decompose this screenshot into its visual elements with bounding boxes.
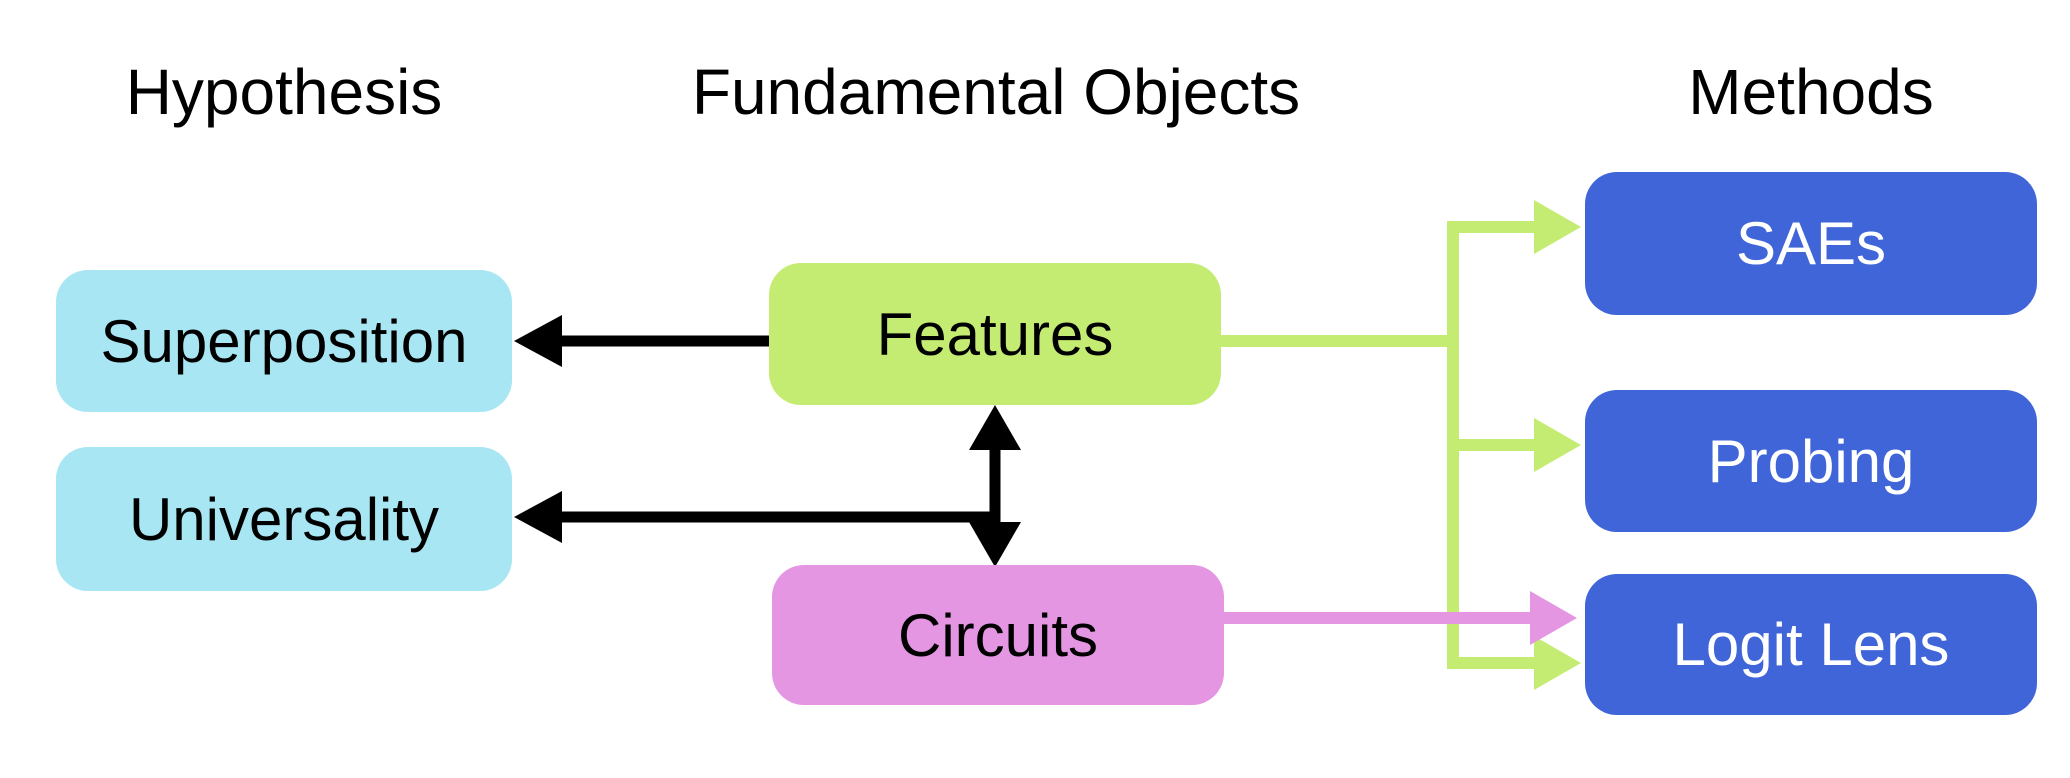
edge-features-probing-arrowhead-icon [1534,418,1581,472]
node-circuits-label: Circuits [897,601,1098,669]
edge-features-superposition-arrowhead-icon [514,315,562,367]
node-logit-lens: Logit Lens [1585,574,2037,715]
column-title-fundamental-objects: Fundamental Objects [691,56,1301,128]
node-universality-label: Universality [128,485,440,553]
column-title-methods: Methods [1688,56,1934,128]
node-saes: SAEs [1585,172,2037,315]
edge-features-circuits-arrowhead-up-icon [969,405,1021,450]
node-probing-label: Probing [1707,427,1915,495]
edge-features-universality-arrowhead-icon [514,491,562,543]
edge-features-saes-arrowhead-icon [1534,200,1581,254]
edge-circuits-logit-lens-arrowhead-icon [1530,591,1577,645]
node-superposition-label: Superposition [100,307,468,375]
node-features: Features [769,263,1221,405]
edge-features-circuits-arrowhead-down-icon [969,522,1021,567]
node-features-label: Features [876,300,1114,368]
edge-features-logit-lens-arrowhead-icon [1534,636,1581,690]
column-title-hypothesis: Hypothesis [125,56,443,128]
node-logit-lens-label: Logit Lens [1672,611,1950,678]
node-probing: Probing [1585,390,2037,532]
node-circuits: Circuits [772,565,1224,705]
node-universality: Universality [56,447,512,591]
node-saes-label: SAEs [1735,210,1887,277]
node-superposition: Superposition [56,270,512,412]
